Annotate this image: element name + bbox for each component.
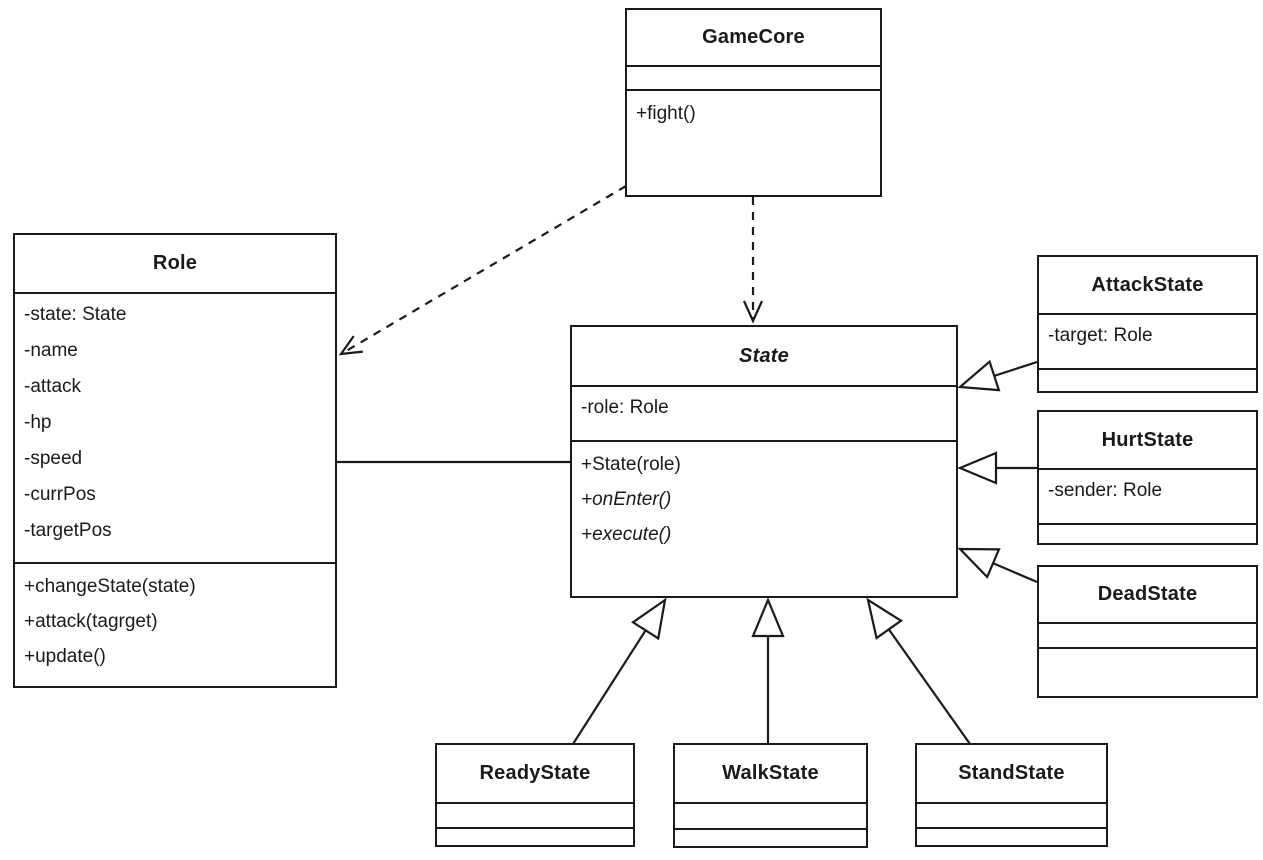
generalization-standstate-state (866, 597, 971, 745)
class-role-methods: +changeState(state) +attack(tagrget) +up… (15, 564, 335, 686)
attribute-line: -target: Role (1048, 325, 1153, 346)
attribute-line: -name (24, 340, 78, 361)
class-readystate-methods (437, 829, 633, 845)
class-hurtstate-methods (1039, 525, 1256, 543)
class-deadstate: DeadState (1037, 565, 1258, 698)
class-attackstate-methods (1039, 370, 1256, 391)
attribute-line: -state: State (24, 304, 127, 325)
class-state-methods: +State(role) +onEnter() +execute() (572, 442, 956, 596)
class-hurtstate: HurtState -sender: Role (1037, 410, 1258, 545)
class-walkstate: WalkState (673, 743, 868, 848)
class-hurtstate-attributes: -sender: Role (1039, 470, 1256, 525)
attribute-line: -hp (24, 412, 52, 433)
class-deadstate-attributes (1039, 624, 1256, 649)
class-standstate-title: StandState (917, 745, 1106, 804)
class-state: State -role: Role +State(role) +onEnter(… (570, 325, 958, 598)
method-line: +attack(tagrget) (24, 611, 158, 632)
class-gamecore-methods: +fight() (627, 91, 880, 195)
class-attackstate: AttackState -target: Role (1037, 255, 1258, 393)
class-deadstate-title: DeadState (1039, 567, 1256, 624)
class-readystate-title: ReadyState (437, 745, 633, 804)
method-line: +changeState(state) (24, 576, 196, 597)
attribute-line: -speed (24, 448, 83, 469)
class-attackstate-title: AttackState (1039, 257, 1256, 315)
attribute-line: -targetPos (24, 520, 112, 541)
generalization-deadstate-state (957, 547, 1038, 584)
attribute-line: -currPos (24, 484, 96, 505)
class-standstate-methods (917, 829, 1106, 845)
dependency-gamecore-role (338, 185, 627, 356)
class-role-title: Role (15, 235, 335, 294)
class-walkstate-title: WalkState (675, 745, 866, 804)
generalization-readystate-state (572, 597, 667, 745)
class-gamecore-attributes (627, 67, 880, 91)
attribute-line: -role: Role (581, 397, 669, 418)
class-state-title: State (572, 327, 956, 387)
class-standstate: StandState (915, 743, 1108, 847)
class-gamecore: GameCore +fight() (625, 8, 882, 197)
class-readystate-attributes (437, 804, 633, 829)
class-gamecore-title: GameCore (627, 10, 880, 67)
class-role-attributes: -state: State -name -attack -hp -speed -… (15, 294, 335, 564)
class-hurtstate-title: HurtState (1039, 412, 1256, 470)
method-line: +State(role) (581, 454, 681, 475)
class-deadstate-methods (1039, 649, 1256, 696)
class-state-attributes: -role: Role (572, 387, 956, 442)
class-walkstate-methods (675, 830, 866, 846)
attribute-line: -attack (24, 376, 82, 397)
class-walkstate-attributes (675, 804, 866, 830)
method-line: +update() (24, 646, 106, 667)
class-readystate: ReadyState (435, 743, 635, 847)
method-line-abstract: +onEnter() (581, 489, 672, 510)
class-role: Role -state: State -name -attack -hp -sp… (13, 233, 337, 688)
attribute-line: -sender: Role (1048, 480, 1163, 501)
method-line-abstract: +execute() (581, 524, 672, 545)
generalization-attackstate-state (957, 359, 1038, 392)
class-standstate-attributes (917, 804, 1106, 829)
method-line: +fight() (636, 103, 696, 124)
class-attackstate-attributes: -target: Role (1039, 315, 1256, 370)
